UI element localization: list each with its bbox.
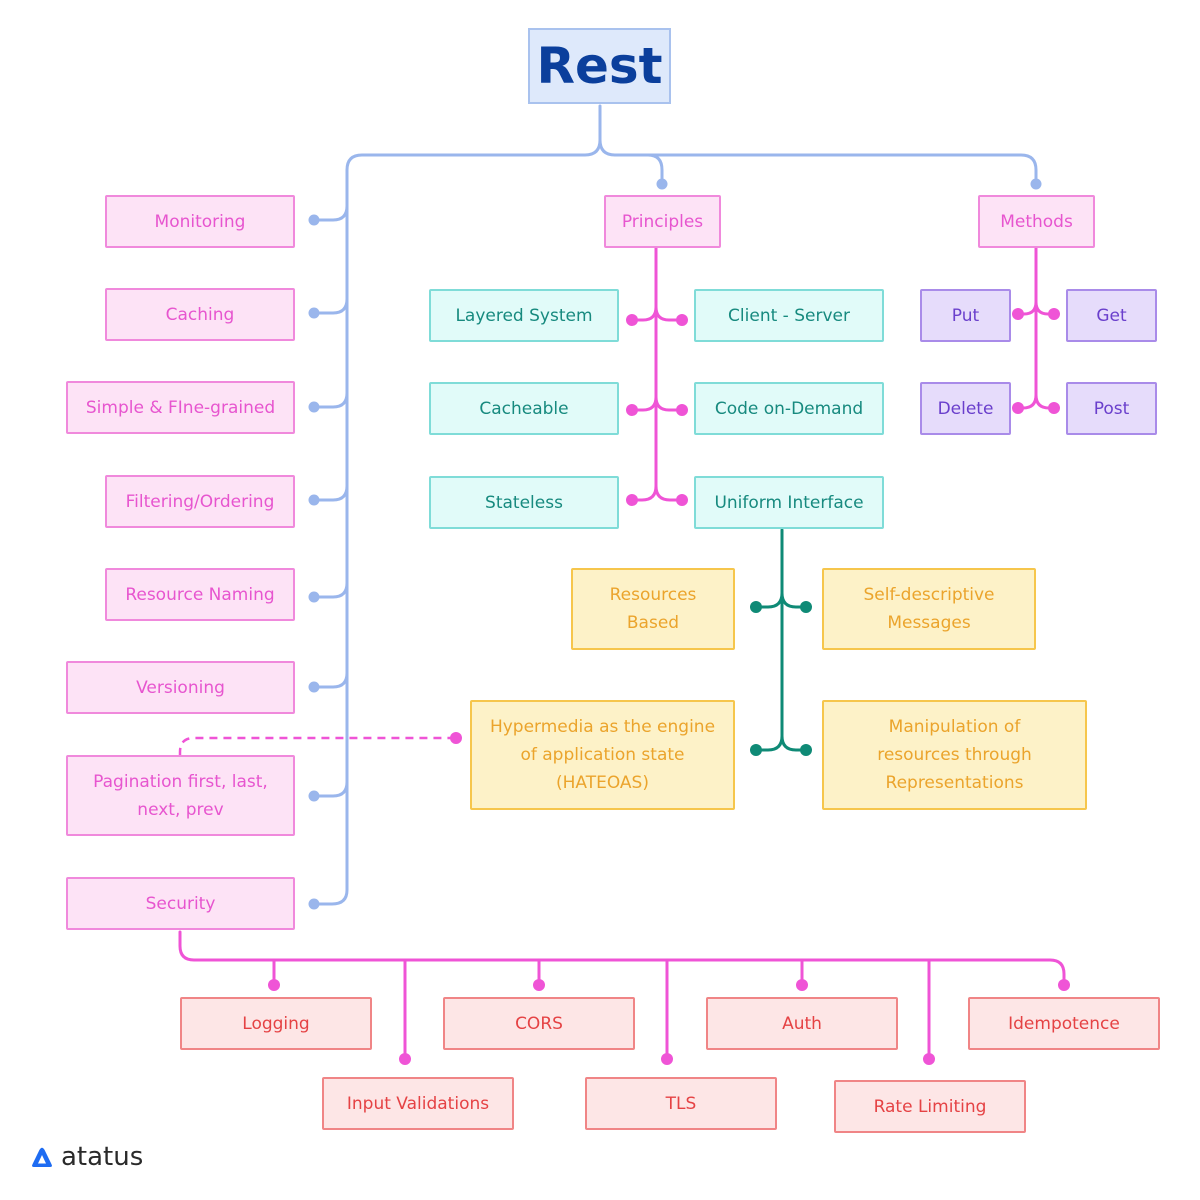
node-logging: Logging [180, 997, 372, 1050]
node-get: Get [1066, 289, 1157, 342]
node-idempotence: Idempotence [968, 997, 1160, 1050]
atatus-logo-icon [32, 1147, 52, 1167]
node-layered-system: Layered System [429, 289, 619, 342]
node-rate-limiting: Rate Limiting [834, 1080, 1026, 1133]
node-resource-naming: Resource Naming [105, 568, 295, 621]
node-methods: Methods [978, 195, 1095, 248]
node-resources-based: Resources Based [571, 568, 735, 650]
node-uniform-interface: Uniform Interface [694, 476, 884, 529]
node-post: Post [1066, 382, 1157, 435]
node-cors: CORS [443, 997, 635, 1050]
node-versioning: Versioning [66, 661, 295, 714]
node-monitoring: Monitoring [105, 195, 295, 248]
atatus-logo: atatus [30, 1142, 143, 1172]
node-put: Put [920, 289, 1011, 342]
node-tls: TLS [585, 1077, 777, 1130]
node-code-on-demand: Code on-Demand [694, 382, 884, 435]
node-manipulation-representations: Manipulation of resources through Repres… [822, 700, 1087, 810]
node-input-validations: Input Validations [322, 1077, 514, 1130]
node-security: Security [66, 877, 295, 930]
node-stateless: Stateless [429, 476, 619, 529]
node-delete: Delete [920, 382, 1011, 435]
atatus-logo-text: atatus [61, 1142, 144, 1172]
node-client-server: Client - Server [694, 289, 884, 342]
node-simple-fine-grained: Simple & FIne-grained [66, 381, 295, 434]
rest-title: Rest [536, 37, 663, 95]
rest-root-node: Rest [528, 28, 671, 104]
node-pagination: Pagination first, last, next, prev [66, 755, 295, 836]
node-cacheable: Cacheable [429, 382, 619, 435]
node-caching: Caching [105, 288, 295, 341]
node-self-descriptive-messages: Self-descriptive Messages [822, 568, 1036, 650]
node-principles: Principles [604, 195, 721, 248]
node-hateoas: Hypermedia as the engine of application … [470, 700, 735, 810]
node-filtering-ordering: Filtering/Ordering [105, 475, 295, 528]
node-auth: Auth [706, 997, 898, 1050]
